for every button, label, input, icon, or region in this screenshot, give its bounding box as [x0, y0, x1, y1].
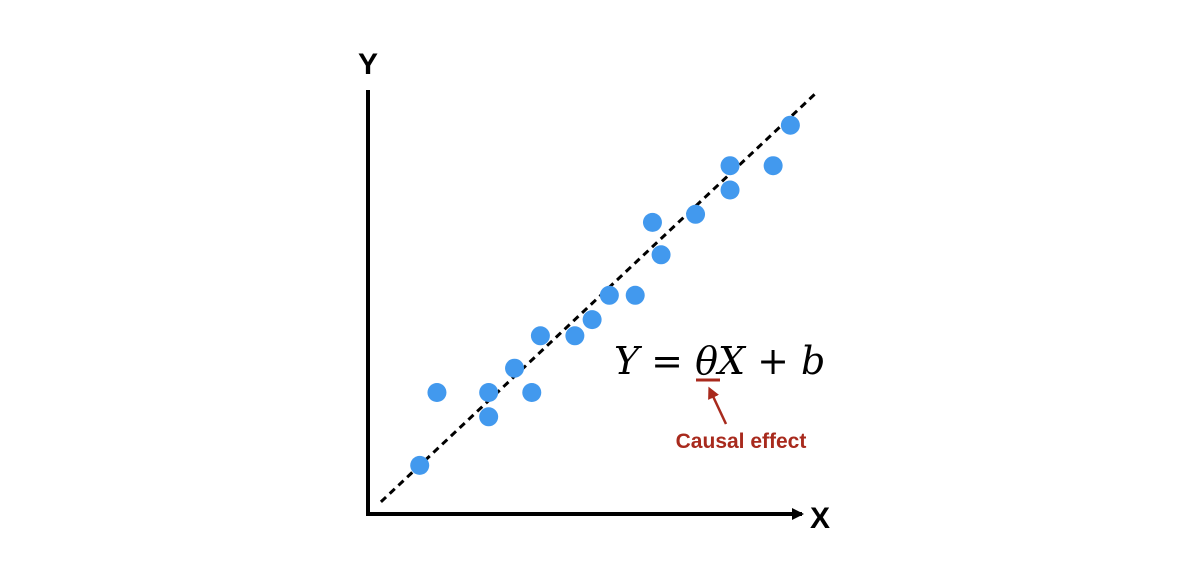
annotation-label: Causal effect — [676, 430, 807, 453]
annotation-arrow — [708, 386, 728, 425]
data-point — [720, 180, 740, 200]
data-point — [642, 212, 662, 232]
equation-coefficient: θ — [695, 339, 718, 383]
regression-line — [379, 91, 818, 503]
data-point — [479, 407, 499, 427]
data-point — [479, 383, 499, 402]
data-point — [720, 156, 740, 176]
data-point — [686, 204, 706, 224]
data-point — [780, 115, 800, 135]
causal-effect-annotation: Causal effect — [676, 378, 807, 453]
axes: Y X — [358, 48, 830, 535]
equation-equals: = — [639, 339, 695, 383]
data-point — [505, 358, 525, 378]
data-point — [410, 455, 430, 475]
data-point — [427, 383, 447, 402]
y-axis-label: Y — [358, 48, 378, 81]
data-point — [651, 245, 671, 265]
data-point — [763, 156, 783, 176]
data-point — [625, 285, 645, 305]
equation-rhs: X + b — [715, 339, 825, 383]
data-point — [530, 326, 550, 346]
equation-lhs: Y — [614, 339, 643, 383]
scatter-points — [410, 115, 800, 475]
data-point — [582, 310, 602, 330]
x-axis-label: X — [810, 502, 830, 535]
equation: Y = θX + b — [614, 339, 825, 383]
data-point — [565, 326, 585, 346]
data-point — [599, 285, 619, 305]
data-point — [522, 383, 542, 402]
